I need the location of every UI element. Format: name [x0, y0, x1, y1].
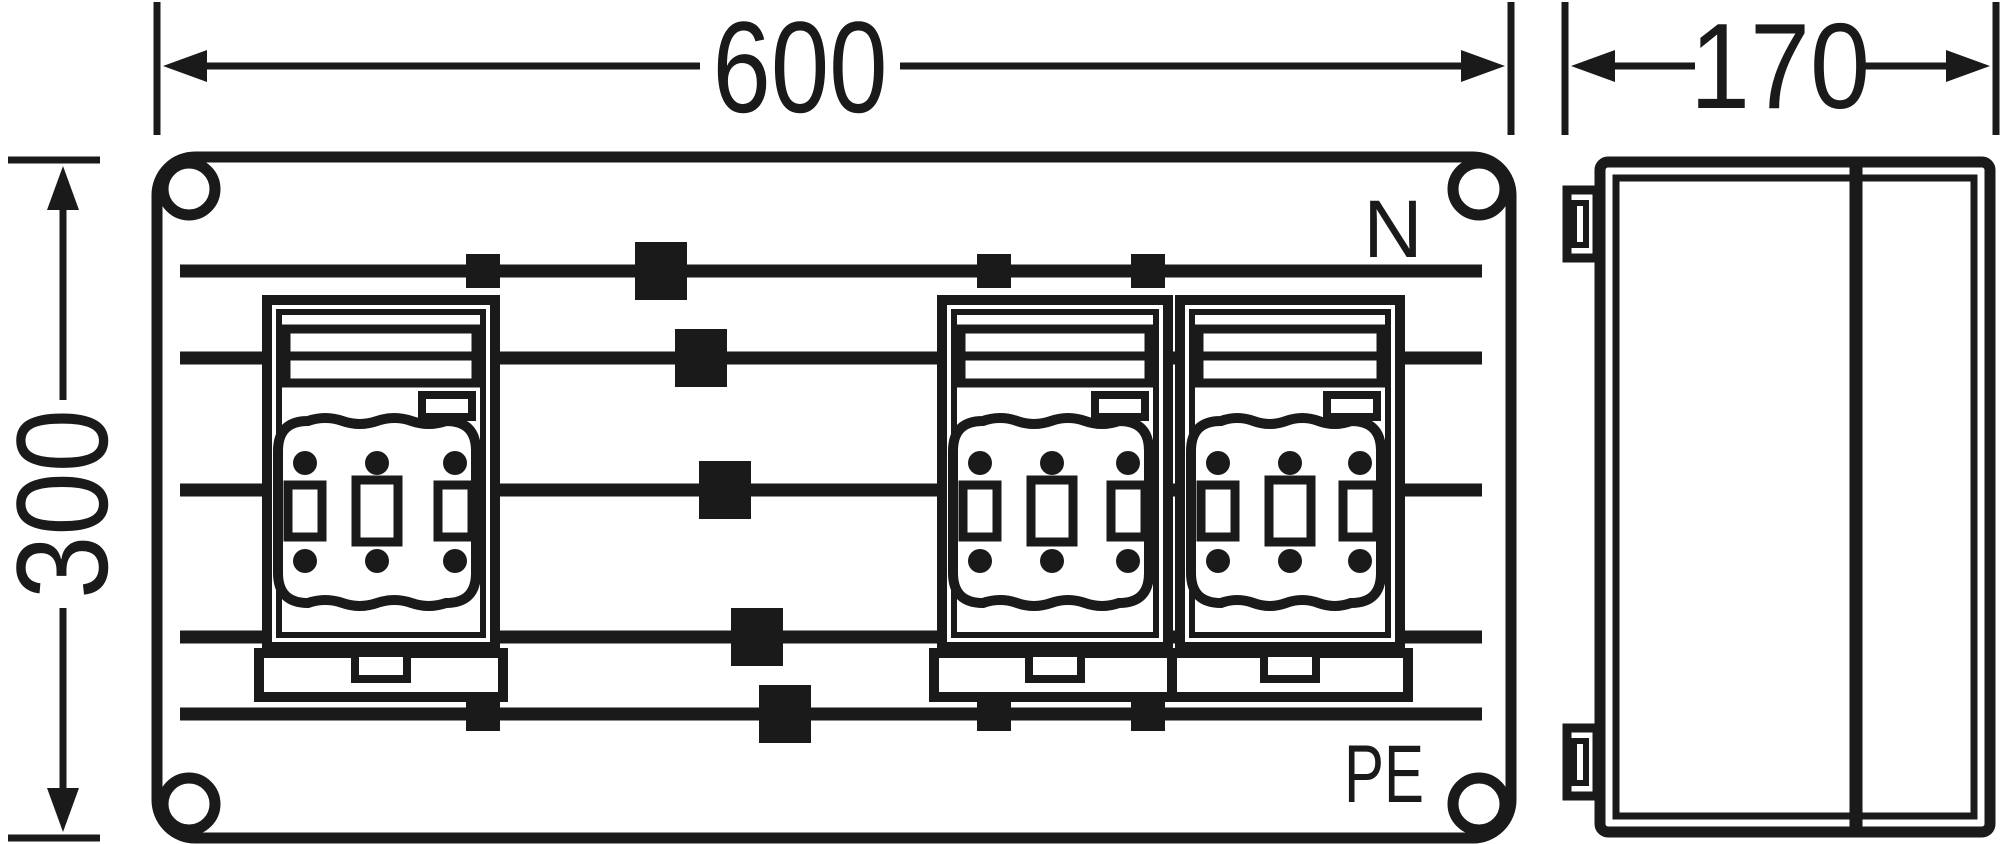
- carrier-screw-dot: [1348, 549, 1372, 573]
- carrier-screw-dot: [968, 451, 992, 475]
- fuse-window: [958, 480, 1002, 542]
- fuse-carrier: [1186, 413, 1386, 611]
- arrowhead-down: [47, 788, 79, 832]
- side-inner-wall-line: [1612, 174, 1978, 820]
- dimension-width-label: 600: [713, 0, 888, 140]
- dimension-depth-label: 170: [1690, 0, 1870, 134]
- fuse-switch-unit: [254, 295, 508, 702]
- fuse-window: [283, 480, 327, 542]
- corner-screw-hole: [157, 772, 221, 836]
- front-view: [151, 151, 1517, 844]
- carrier-screw-dot: [293, 549, 317, 573]
- carrier-screw-dot: [1040, 549, 1064, 573]
- busbar-connector-small: [1131, 254, 1165, 288]
- pe-busbar-label: PE: [1344, 729, 1424, 820]
- base-foot: [1025, 649, 1085, 683]
- mounting-clip-slot: [1571, 200, 1589, 248]
- carrier-screw-dot: [1116, 549, 1140, 573]
- base-foot: [351, 649, 411, 683]
- busbar-connector-large: [699, 461, 751, 519]
- arrowhead-left: [163, 50, 207, 82]
- neutral-busbar-label: N: [1363, 184, 1422, 275]
- fuse-window: [1264, 475, 1316, 547]
- busbar-connector-small: [466, 697, 500, 731]
- arrowhead-right: [1461, 50, 1505, 82]
- corner-screw-hole: [1447, 772, 1511, 836]
- arrowhead-up: [47, 166, 79, 210]
- carrier-screw-dot: [1278, 549, 1302, 573]
- carrier-screw-dot: [365, 451, 389, 475]
- fuse-window: [1338, 480, 1382, 542]
- busbar-connector-large: [731, 608, 783, 666]
- corner-screw-hole: [1447, 157, 1511, 221]
- busbar-connector-small: [466, 254, 500, 288]
- fuse-carrier: [273, 413, 481, 611]
- fuse-switch-unit: [929, 295, 1181, 702]
- fuse-window: [1026, 475, 1078, 547]
- carrier-screw-dot: [443, 549, 467, 573]
- dimension-texts: 600 170 300 N PE: [0, 0, 1870, 820]
- busbar-connector-large: [635, 242, 687, 300]
- carrier-screw-dot: [293, 451, 317, 475]
- carrier-screw-dot: [443, 451, 467, 475]
- busbar-connector-large: [675, 329, 727, 387]
- dimension-annotations: [8, 2, 2000, 842]
- carrier-screw-dot: [1040, 451, 1064, 475]
- fuse-switch-unit: [1167, 295, 1413, 702]
- dimension-height-label: 300: [0, 409, 135, 599]
- base-foot: [1260, 649, 1320, 683]
- fuse-carrier: [948, 413, 1154, 611]
- corner-screw-hole: [157, 157, 221, 221]
- busbar-connector-large: [759, 685, 811, 743]
- fuse-window: [433, 480, 477, 542]
- carrier-screw-dot: [1206, 451, 1230, 475]
- carrier-screw-dot: [1348, 451, 1372, 475]
- arrowhead-right: [1946, 50, 1990, 82]
- carrier-screw-dot: [1278, 451, 1302, 475]
- fuse-window: [351, 475, 403, 547]
- carrier-screw-dot: [968, 549, 992, 573]
- side-enclosure-outline: [1594, 156, 1996, 838]
- carrier-screw-dot: [365, 549, 389, 573]
- fuse-window: [1106, 480, 1150, 542]
- side-view: [1562, 156, 1996, 838]
- busbar-connector-small: [977, 254, 1011, 288]
- carrier-screw-dot: [1206, 549, 1230, 573]
- mounting-clip-slot: [1571, 738, 1589, 786]
- busbar-connector-small: [977, 697, 1011, 731]
- fuse-window: [1196, 480, 1240, 542]
- busbar-connector-small: [1131, 697, 1165, 731]
- carrier-screw-dot: [1116, 451, 1140, 475]
- arrowhead-left: [1571, 50, 1615, 82]
